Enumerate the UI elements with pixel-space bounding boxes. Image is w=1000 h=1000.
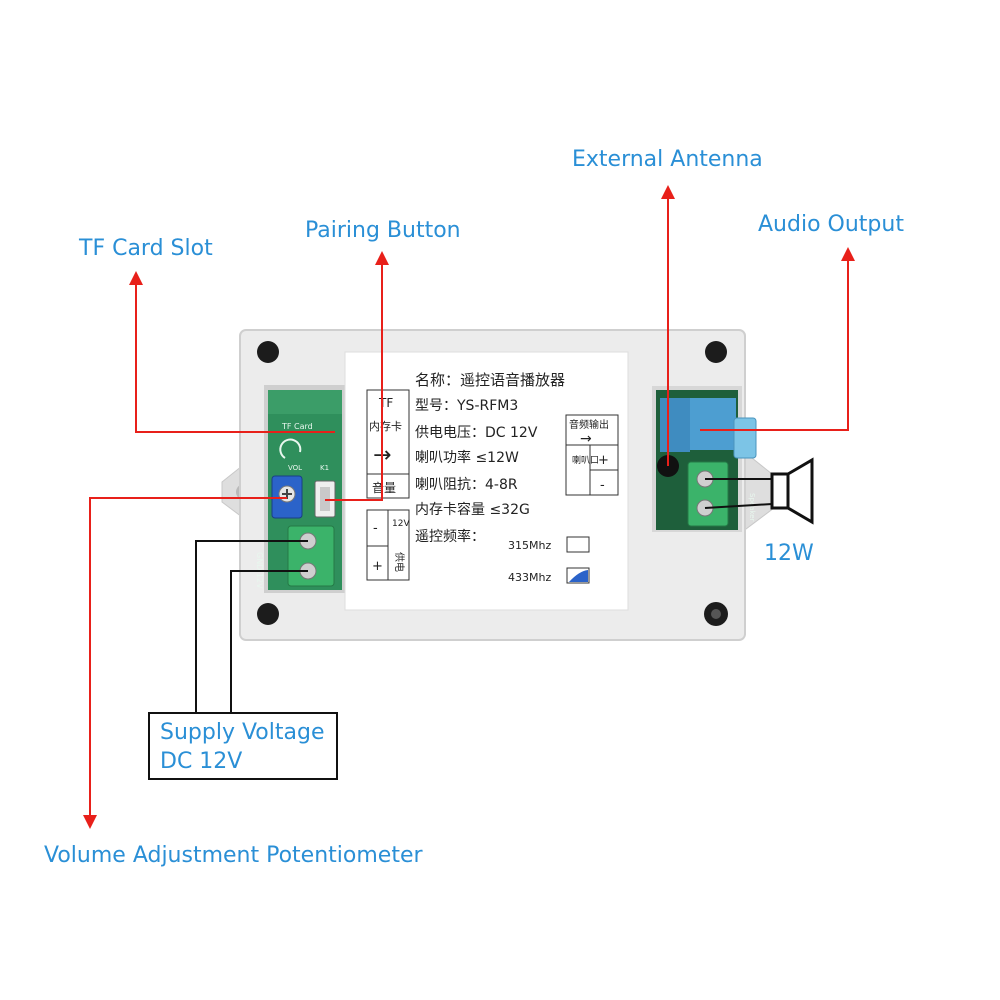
sticker-model: 型号：YS-RFM3 xyxy=(415,398,518,414)
screw-hole-icon xyxy=(257,603,279,625)
silk-speaker: Speaker xyxy=(748,493,756,522)
sticker-frequency: 遥控频率： xyxy=(415,528,485,545)
external-antenna-connector[interactable] xyxy=(686,398,736,450)
sticker-card-capacity: 内存卡容量 ≤32G xyxy=(415,501,530,518)
sticker-voltage: 供电电压：DC 12V xyxy=(415,425,538,441)
leader-potentiometer xyxy=(83,497,287,829)
silk-vol: VOL xyxy=(288,464,302,472)
screw-hole-icon xyxy=(257,341,279,363)
speaker-icon xyxy=(770,457,814,525)
sticker-12v: 12V xyxy=(392,519,410,529)
sticker-audio-plus: + xyxy=(598,453,609,468)
sticker-minus: - xyxy=(373,521,378,536)
left-pcb-window: TF Card VOL K1 GND 12V xyxy=(255,385,346,593)
supply-voltage-line1: Supply Voltage xyxy=(160,720,325,745)
leader-lines xyxy=(83,185,855,829)
supply-wire-gnd xyxy=(195,540,308,712)
leader-pairing-button xyxy=(325,251,389,501)
sticker-tf-title: TF xyxy=(378,396,393,410)
leader-tf-card xyxy=(129,271,335,433)
sticker-freq-433: 433Mhz xyxy=(508,571,551,584)
sticker-audio-arrow: → xyxy=(580,431,592,447)
callout-speaker-power: 12W xyxy=(764,541,814,566)
wires xyxy=(195,478,773,712)
sticker-name: 名称：遥控语音播放器 xyxy=(415,371,565,389)
supply-voltage-box: Supply Voltage DC 12V xyxy=(148,712,338,780)
sticker-audio-minus: - xyxy=(600,478,605,493)
label-sticker: 名称：遥控语音播放器 型号：YS-RFM3 供电电压：DC 12V 喇叭功率 ≤… xyxy=(344,351,629,611)
sticker-tf-sub: 内存卡 xyxy=(369,419,402,433)
sticker-power-supply: 供电 xyxy=(393,552,406,572)
checkbox-433-icon xyxy=(566,567,590,584)
sticker-speaker-impedance: 喇叭阻抗：4-8R xyxy=(415,477,518,493)
speaker-wire-minus xyxy=(704,503,773,509)
supply-voltage-line2: DC 12V xyxy=(160,749,243,774)
callout-audio-output: Audio Output xyxy=(758,212,904,237)
silk-k1: K1 xyxy=(320,464,329,472)
callout-volume-potentiometer: Volume Adjustment Potentiometer xyxy=(44,843,423,868)
callout-pairing-button: Pairing Button xyxy=(305,218,461,243)
callout-tf-card-slot: TF Card Slot xyxy=(79,236,213,261)
sticker-speaker-power: 喇叭功率 ≤12W xyxy=(415,449,519,466)
sticker-freq-315: 315Mhz xyxy=(508,539,551,552)
checkbox-315-icon xyxy=(566,536,590,553)
sticker-speaker-port: 喇叭口 xyxy=(572,454,599,466)
callout-external-antenna: External Antenna xyxy=(572,147,763,172)
silk-tf-card: TF Card xyxy=(281,422,313,431)
sticker-volume: 音量 xyxy=(372,480,396,495)
screw-hole-icon xyxy=(705,341,727,363)
supply-wire-12v xyxy=(230,570,308,712)
leader-audio-output xyxy=(700,247,855,431)
sticker-audio-out: 音频输出 xyxy=(569,418,609,431)
sticker-plus: + xyxy=(372,559,383,574)
